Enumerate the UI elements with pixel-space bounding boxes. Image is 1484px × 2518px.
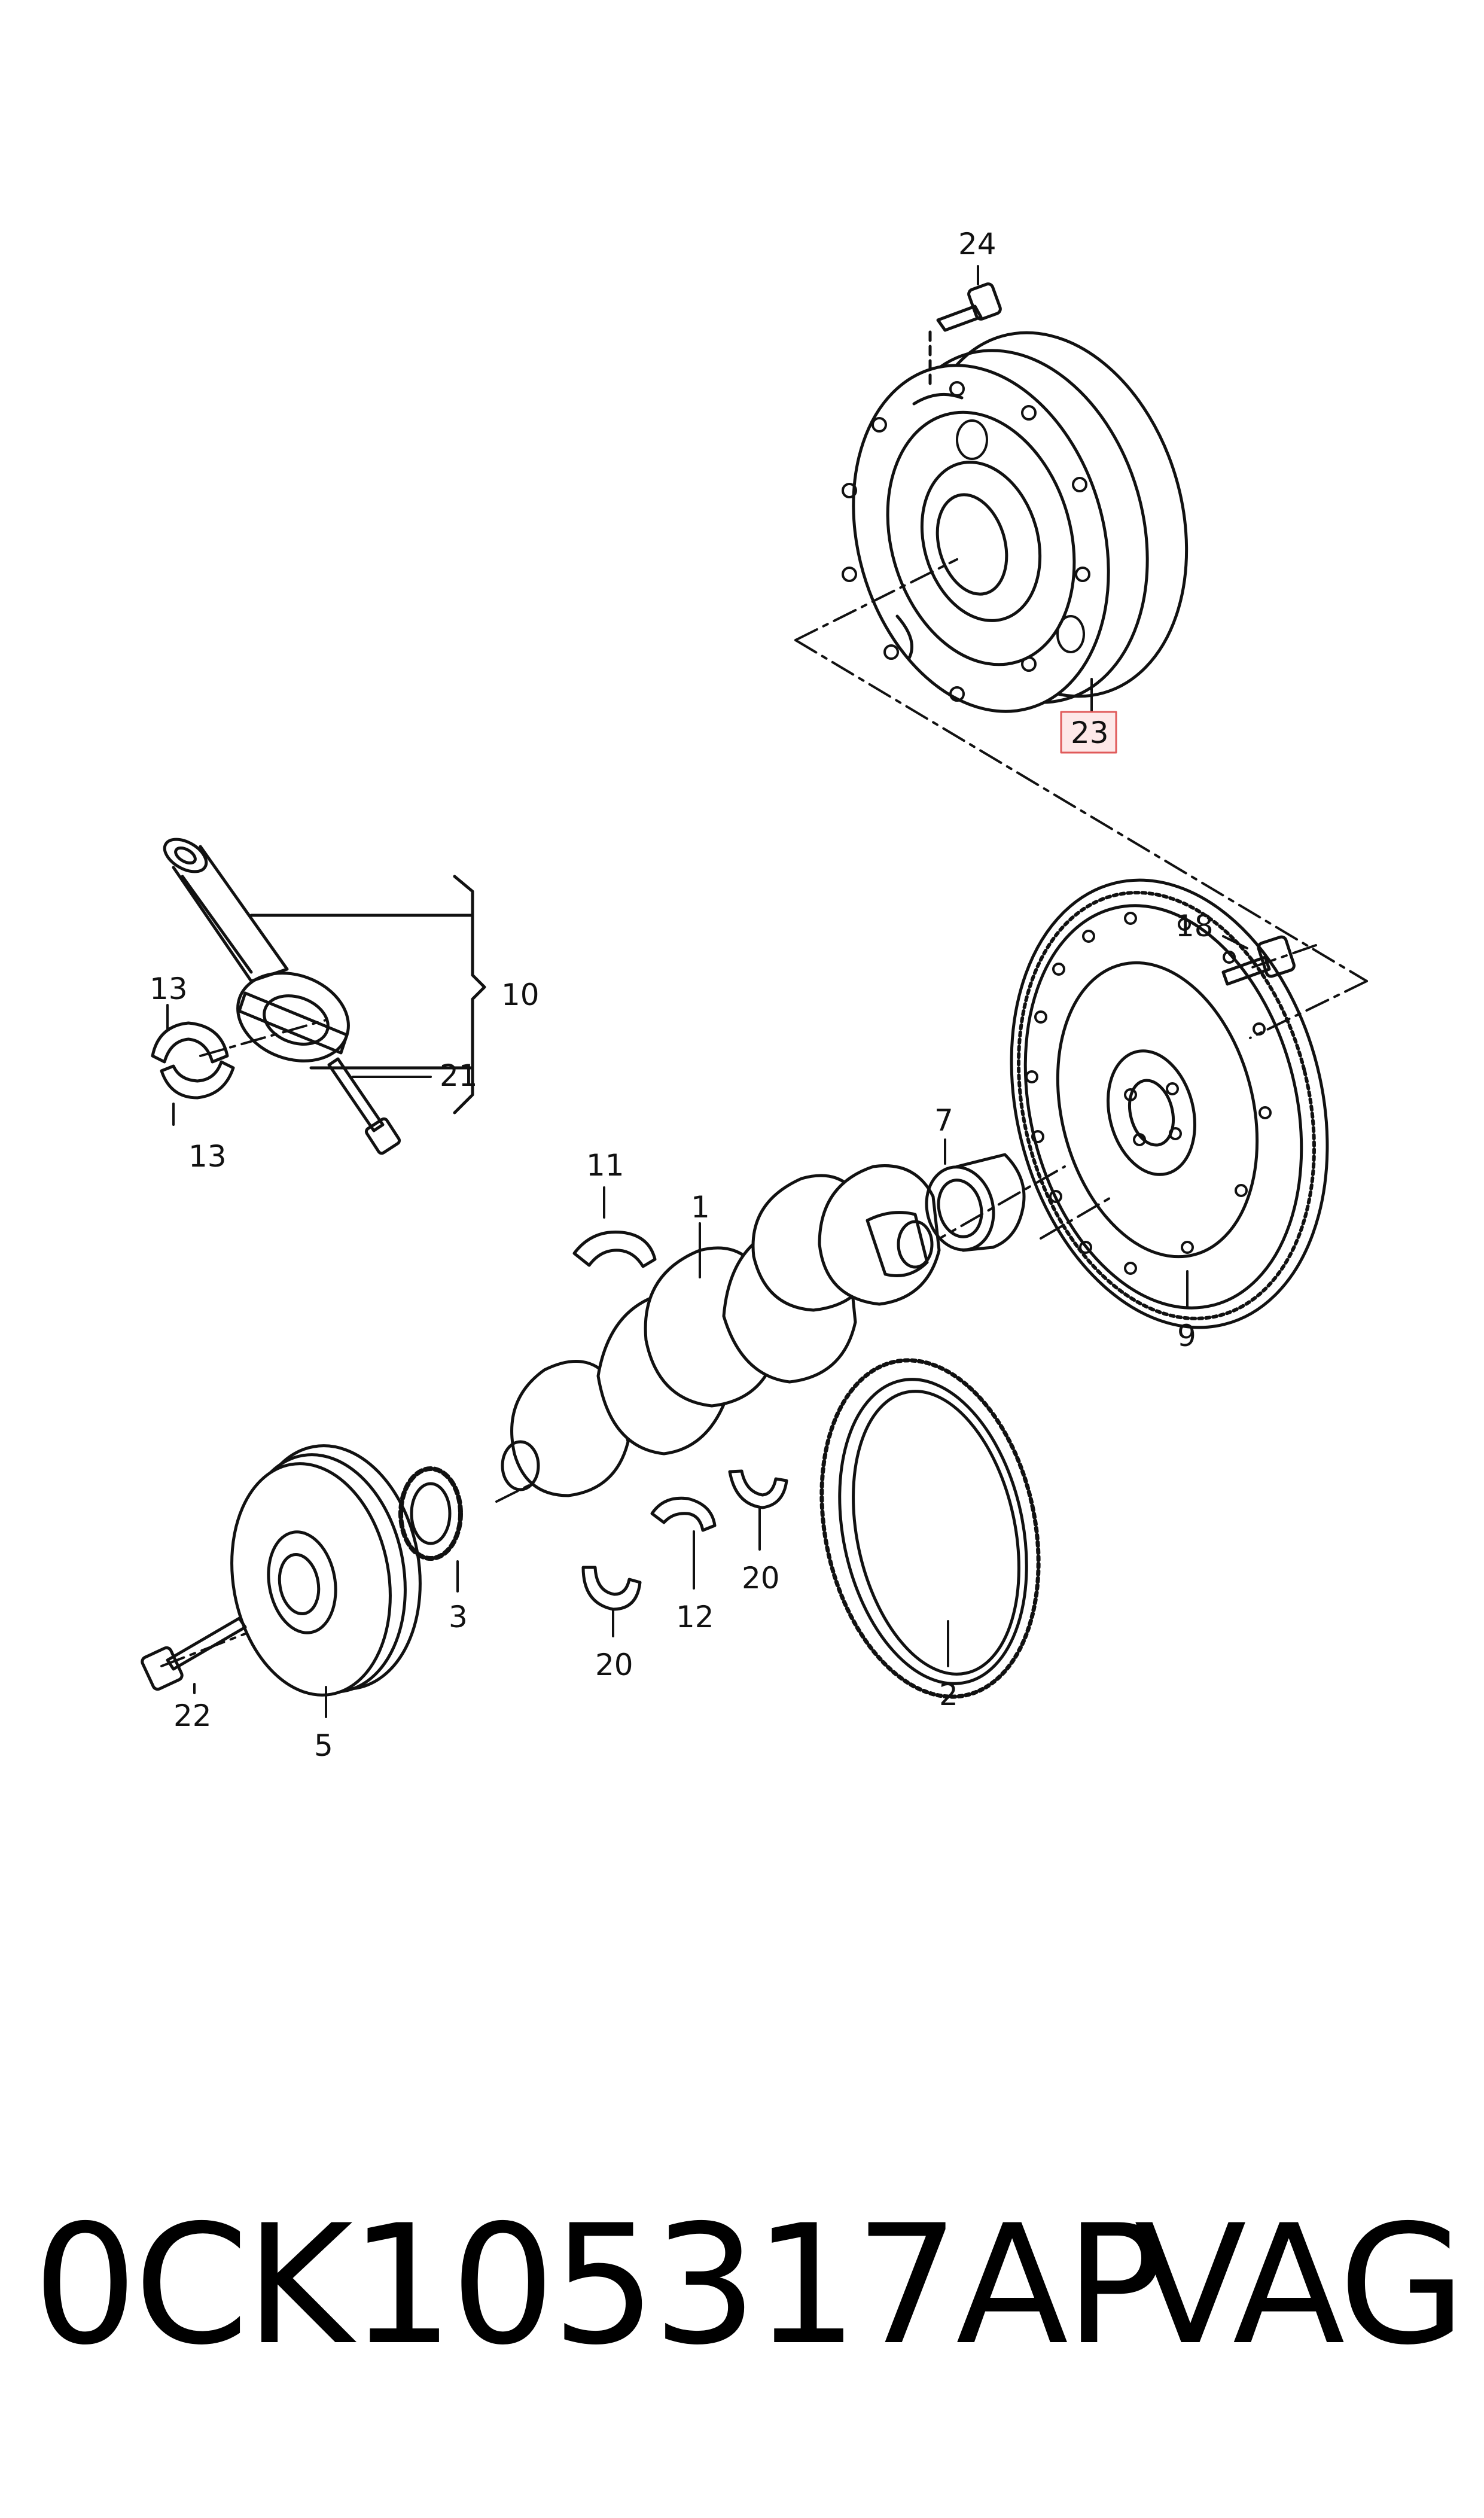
footer-caption: 0CK105317AP VAG (33, 2178, 1466, 2393)
callout-22: 22 (173, 1698, 212, 1733)
bearing-12 (650, 1496, 717, 1532)
callout-23: 23 (1071, 715, 1109, 750)
ring-gear (819, 1358, 1041, 1699)
bolt-22 (141, 1616, 247, 1691)
pulley-5 (230, 1444, 422, 1697)
callout-7: 7 (934, 1103, 953, 1138)
callout-9: 9 (1177, 1319, 1196, 1353)
leader-lines (166, 265, 1248, 1718)
drive-plate (842, 331, 1189, 713)
brand-name: VAG (1134, 2190, 1466, 2381)
callout-18: 18 (1175, 909, 1214, 943)
connecting-rod (163, 838, 350, 1062)
bolt-18 (1221, 935, 1296, 986)
callout-20-right: 20 (742, 1561, 780, 1596)
callout-13-bottom: 13 (188, 1139, 227, 1174)
callout-1: 1 (691, 1190, 710, 1225)
bolt-21 (327, 1057, 401, 1155)
callout-24: 24 (958, 227, 997, 261)
pilot-bearing-7 (925, 1153, 1026, 1252)
callout-3: 3 (449, 1600, 468, 1634)
bolt-24 (928, 282, 1002, 391)
callout-10: 10 (501, 978, 540, 1012)
crankshaft (501, 1164, 941, 1497)
callout-23-highlight (1060, 711, 1117, 754)
callout-12: 12 (676, 1600, 714, 1634)
thrust-washer-20b (728, 1469, 788, 1509)
flywheel (1010, 878, 1329, 1329)
bearing-11 (572, 1230, 657, 1268)
callout-2: 2 (939, 1677, 958, 1712)
bearing-shells-13 (151, 1021, 235, 1100)
part-number: 0CK105317AP (33, 2190, 1164, 2381)
callout-5: 5 (314, 1728, 333, 1763)
bracket-10 (453, 875, 486, 1115)
thrust-washer-20a (581, 1566, 642, 1611)
callout-11: 11 (586, 1148, 624, 1183)
callout-13-top: 13 (150, 972, 188, 1006)
callout-21: 21 (440, 1058, 478, 1093)
callout-20-left: 20 (595, 1648, 633, 1682)
crank-gear-3 (398, 1466, 463, 1561)
